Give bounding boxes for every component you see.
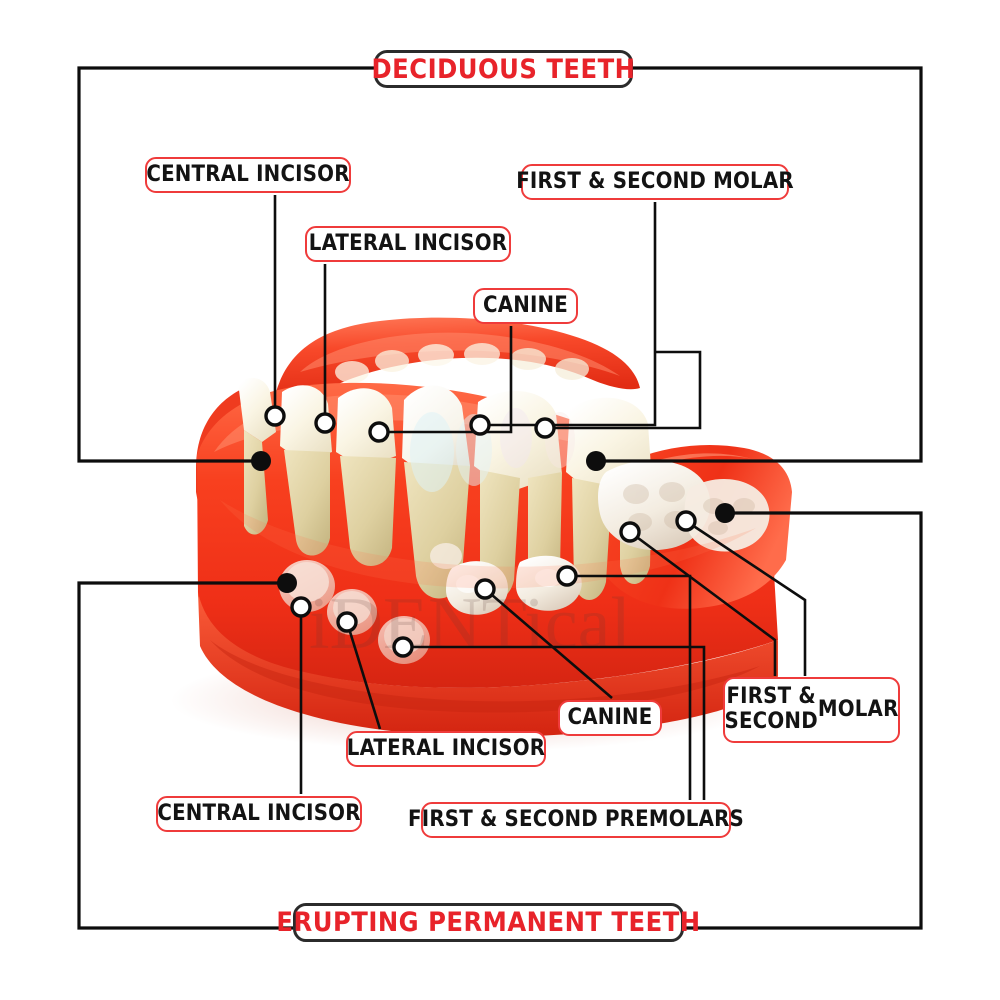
leader-d-molar-2	[545, 350, 702, 430]
marker-p-premolar1	[392, 636, 414, 658]
frame-brackets	[77, 66, 923, 930]
frame-dot-bottom-left	[277, 573, 297, 593]
label-deciduous-canine: CANINE	[473, 288, 578, 324]
label-deciduous-lateral-incisor: LATERAL INCISOR	[305, 226, 511, 262]
label-permanent-molar-line2: MOLAR	[817, 696, 899, 722]
marker-d-canine	[368, 421, 390, 443]
marker-d-central	[264, 405, 286, 427]
frame-dot-top-right	[586, 451, 606, 471]
frame-top-right	[596, 66, 923, 463]
section-title-erupting-permanent: ERUPTING PERMANENT TEETH	[276, 903, 700, 942]
label-permanent-canine: CANINE	[558, 700, 662, 736]
marker-d-molar-1	[469, 414, 491, 436]
label-permanent-molar-line1: FIRST & SECOND	[724, 684, 818, 734]
marker-p-molar-1	[619, 521, 641, 543]
label-permanent-first-second-premolars: FIRST & SECOND PREMOLARS	[408, 802, 744, 838]
section-title-deciduous: DECIDUOUS TEETH	[372, 50, 635, 88]
leader-p-molar-1	[629, 530, 777, 676]
marker-d-molar-2	[534, 417, 556, 439]
label-permanent-first-second-molar: FIRST & SECOND MOLAR	[723, 677, 900, 743]
label-deciduous-first-second-molar: FIRST & SECOND MOLAR	[516, 164, 794, 200]
tooth-first-molar	[474, 390, 562, 492]
leader-p-premolar1	[403, 645, 706, 800]
label-permanent-lateral-incisor: LATERAL INCISOR	[346, 731, 546, 767]
tooth-lateral-incisor	[336, 388, 396, 468]
watermark-text: iDENTical	[309, 583, 631, 665]
marker-p-central	[290, 596, 312, 618]
label-deciduous-central-incisor: CENTRAL INCISOR	[145, 157, 351, 193]
marker-p-molar-2	[675, 510, 697, 532]
upper-gum-arch	[276, 317, 640, 398]
leader-p-molar-2	[685, 519, 807, 676]
frame-dot-top-left	[251, 451, 271, 471]
frame-top-left	[77, 66, 374, 463]
marker-p-premolar2	[556, 565, 578, 587]
leader-p-lateral	[345, 621, 382, 730]
marker-d-lateral	[314, 412, 336, 434]
marker-p-lateral	[336, 611, 358, 633]
tooth-central-incisor	[280, 385, 332, 462]
leader-point-markers	[264, 405, 697, 658]
frame-bottom-left	[77, 581, 293, 930]
label-permanent-central-incisor: CENTRAL INCISOR	[156, 796, 362, 832]
leader-d-canine	[379, 326, 513, 434]
frame-bottom-right	[684, 511, 923, 930]
leader-p-canine	[484, 588, 613, 699]
marker-p-canine	[474, 578, 496, 600]
frame-terminal-dots	[251, 451, 735, 593]
jaw-model-photo	[170, 317, 792, 752]
frame-dot-bottom-right	[715, 503, 735, 523]
leader-lines	[273, 195, 807, 800]
